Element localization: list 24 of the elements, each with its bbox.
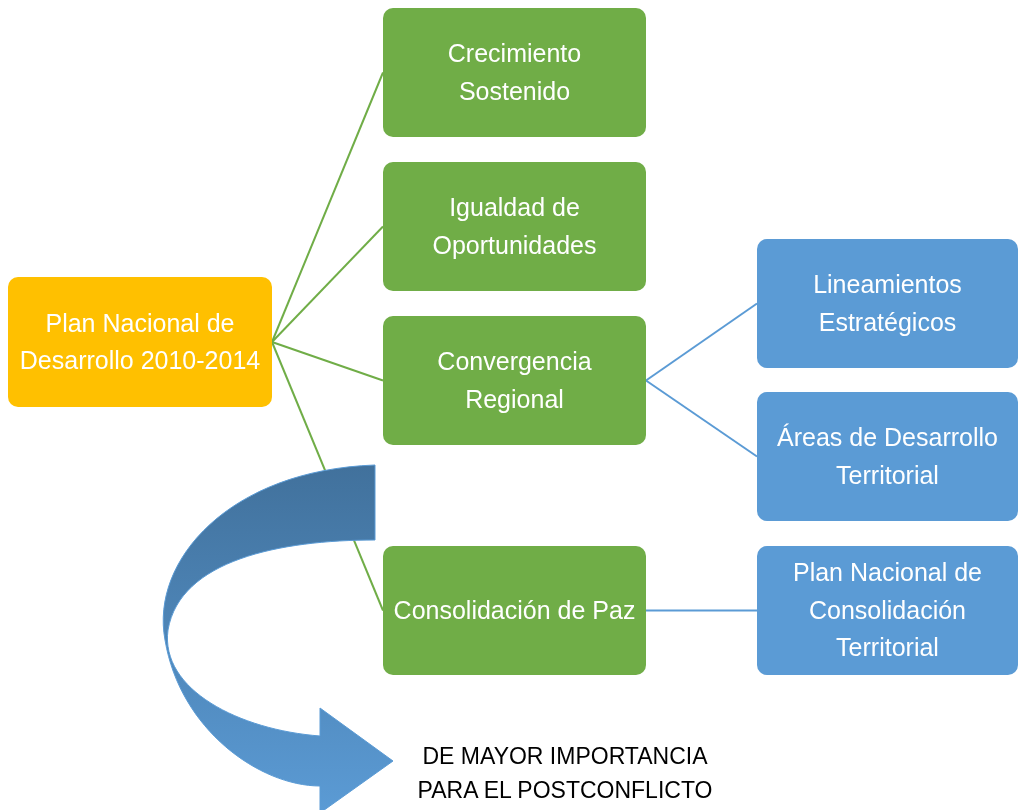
connector-line	[271, 225, 384, 343]
process-box	[383, 546, 646, 675]
process-box	[757, 392, 1018, 521]
process-box	[757, 546, 1018, 675]
box-label: Consolidación de Paz	[393, 594, 636, 626]
connector-line	[645, 379, 758, 458]
box-label: Lineamientos Estratégicos	[812, 269, 963, 338]
connector-line	[645, 609, 758, 612]
connector-line	[645, 302, 758, 382]
process-box	[383, 162, 646, 291]
process-box	[383, 316, 646, 445]
box-label: Plan Nacional de Consolidación Territorial	[792, 557, 983, 664]
curved-block-arrow	[162, 464, 394, 810]
connector-line	[271, 71, 384, 343]
process-box	[757, 239, 1018, 368]
box-label: Convergencia Regional	[436, 346, 593, 415]
process-box	[8, 277, 272, 407]
process-box	[383, 8, 646, 137]
box-label: Igualdad de Oportunidades	[431, 192, 598, 261]
note-text: DE MAYOR IMPORTANCIA PARA EL POSTCONFLICTO	[416, 741, 714, 805]
connector-line	[271, 341, 384, 382]
box-label: Áreas de Desarrollo Territorial	[776, 422, 999, 491]
box-label: Plan Nacional de Desarrollo 2010-2014	[18, 307, 262, 376]
box-label: Crecimiento Sostenido	[446, 38, 583, 107]
